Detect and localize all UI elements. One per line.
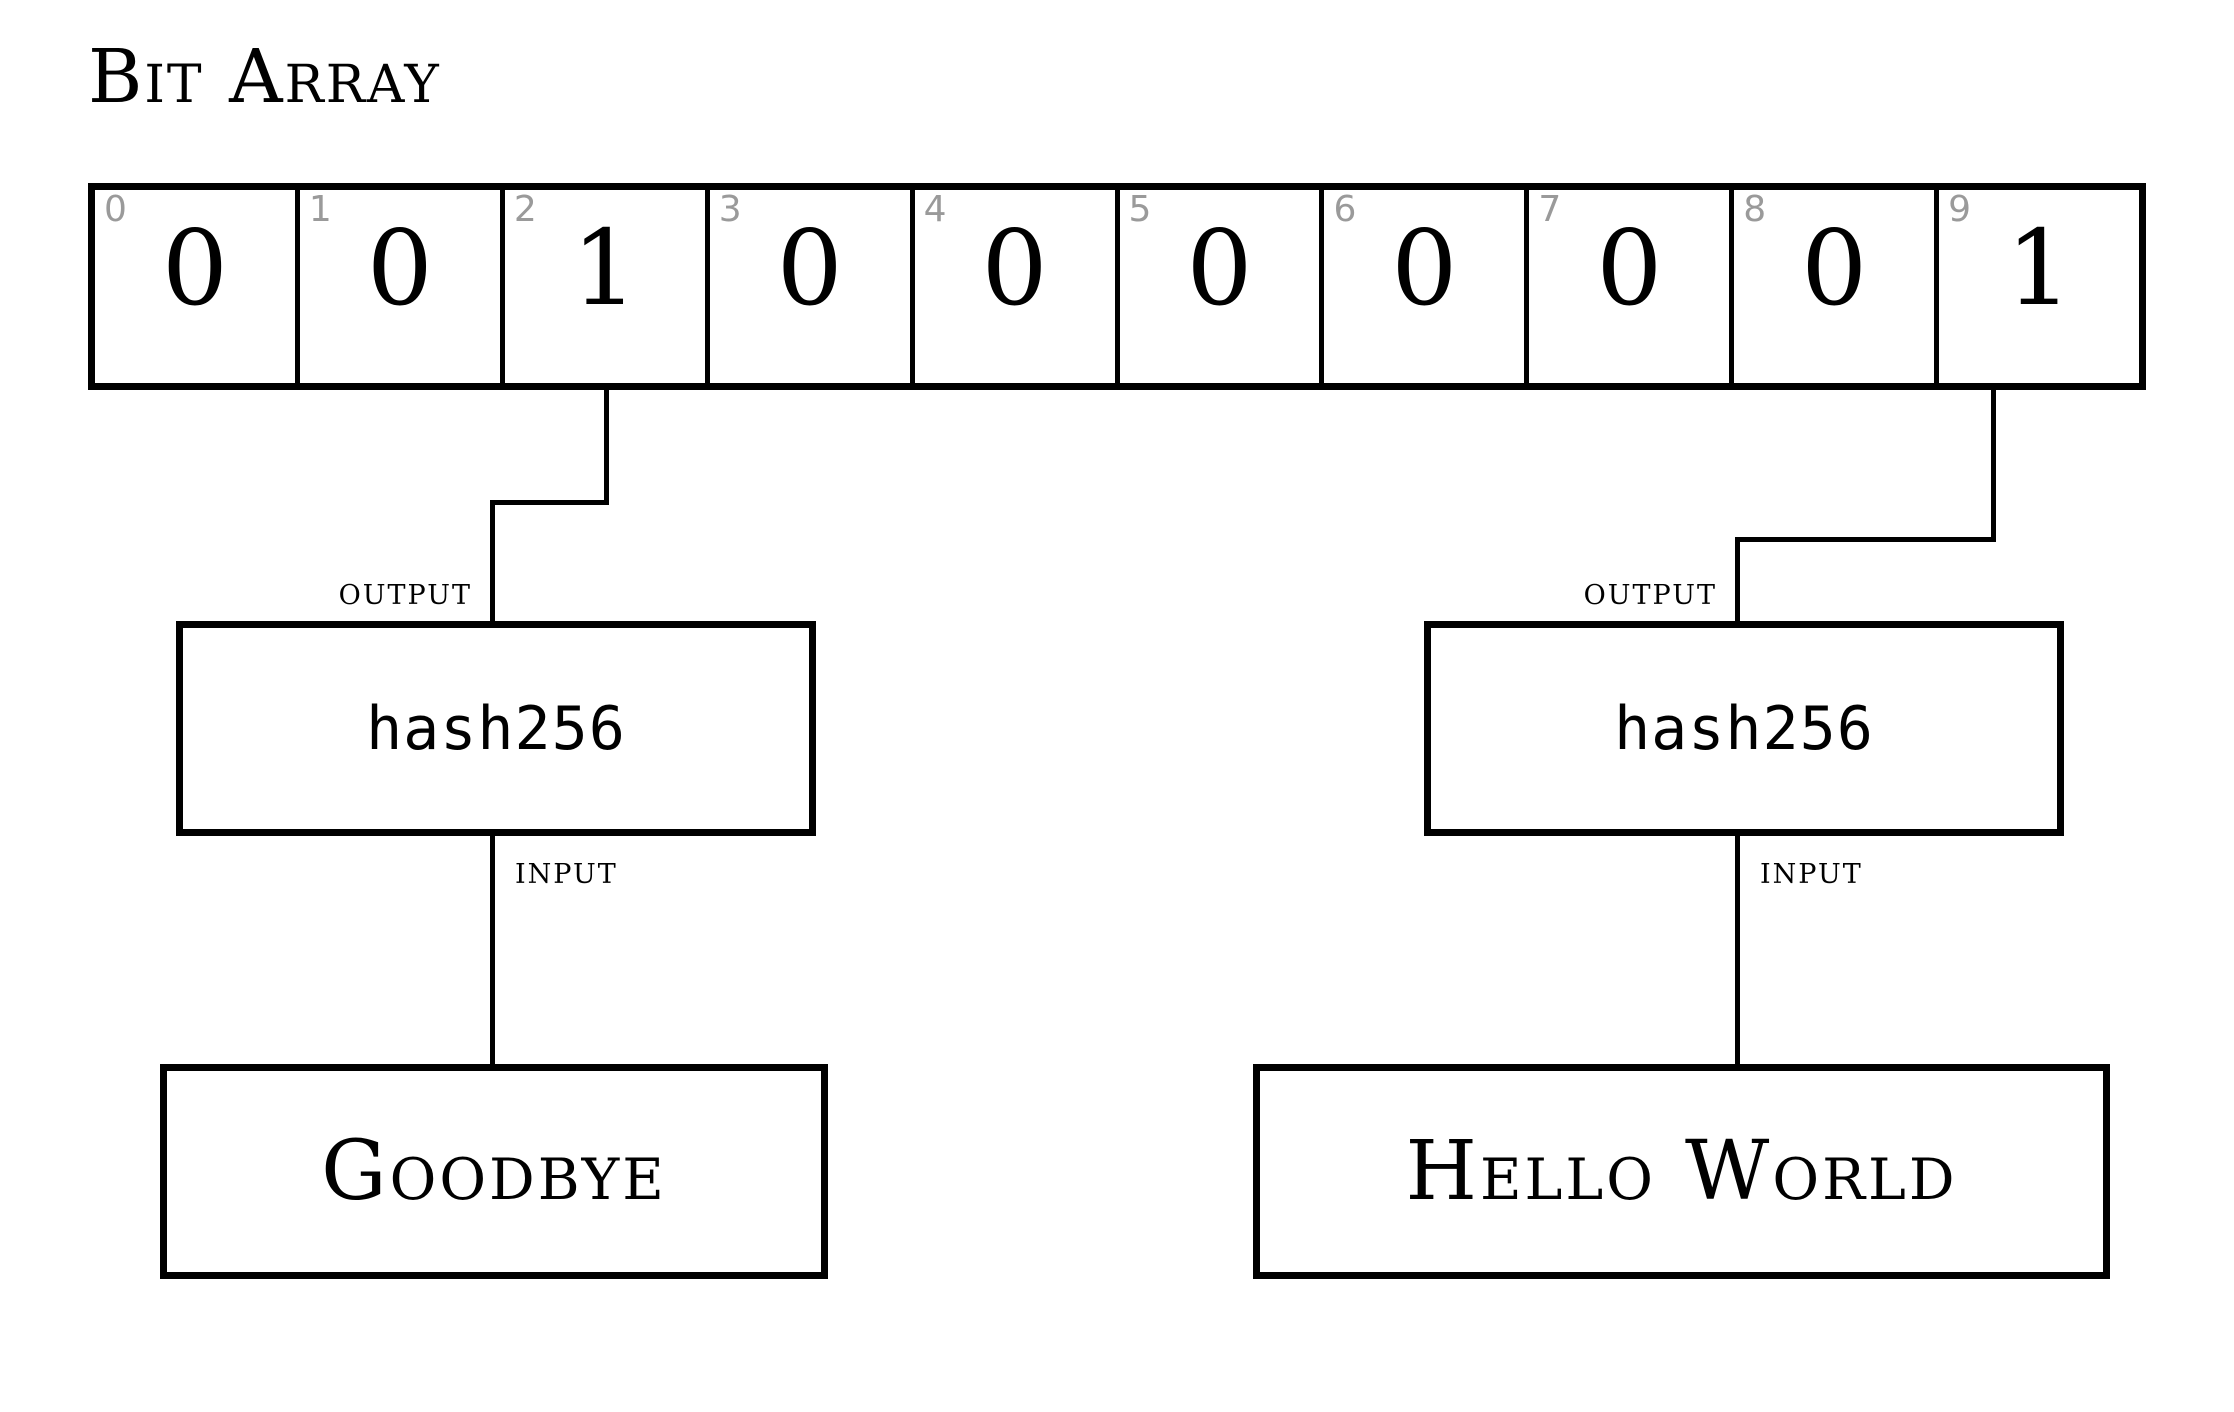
bit-value: 1 [2006, 207, 2073, 329]
right-output-connector-segment-mid [1735, 537, 1996, 542]
left-hash-label: hash256 [366, 693, 626, 764]
bit-cell-9[interactable]: 9 1 [1939, 189, 2140, 383]
right-hash-box[interactable]: hash256 [1424, 621, 2064, 836]
bit-cell-3[interactable]: 3 0 [709, 189, 915, 383]
right-output-connector-segment-bottom [1735, 537, 1740, 626]
bit-value: 0 [366, 207, 433, 329]
right-output-label: output [1583, 569, 1717, 613]
bit-index-label: 9 [1948, 189, 1972, 230]
bit-value: 0 [776, 207, 843, 329]
bit-cell-2[interactable]: 2 1 [504, 189, 710, 383]
right-hash-label: hash256 [1614, 693, 1874, 764]
bit-cell-7[interactable]: 7 0 [1529, 189, 1735, 383]
bit-index-label: 7 [1538, 189, 1562, 230]
left-output-connector-segment-bottom [490, 500, 495, 626]
bit-cell-8[interactable]: 8 0 [1734, 189, 1940, 383]
right-input-connector [1735, 836, 1740, 1067]
bit-value: 0 [981, 207, 1048, 329]
bit-index-label: 1 [308, 189, 332, 230]
left-hash-box[interactable]: hash256 [176, 621, 816, 836]
bit-cell-1[interactable]: 1 0 [299, 189, 505, 383]
bit-index-label: 6 [1333, 189, 1357, 230]
bit-value: 0 [1391, 207, 1458, 329]
bit-cell-6[interactable]: 6 0 [1324, 189, 1530, 383]
left-word-label: Goodbye [321, 1124, 667, 1219]
bit-array: 0 0 1 0 2 1 3 0 4 0 5 0 6 0 7 0 [88, 183, 2146, 390]
left-input-connector [490, 836, 495, 1067]
right-output-connector-segment-top [1991, 390, 1996, 540]
bit-value: 0 [161, 207, 229, 329]
bit-value: 0 [1596, 207, 1663, 329]
bit-value: 1 [571, 207, 638, 329]
left-output-connector-segment-top [604, 390, 609, 503]
bit-index-label: 5 [1128, 189, 1152, 230]
right-input-label: input [1760, 848, 1863, 892]
bit-value: 0 [1186, 207, 1253, 329]
bit-index-label: 3 [718, 189, 742, 230]
bit-cell-4[interactable]: 4 0 [914, 189, 1120, 383]
right-word-label: Hello World [1405, 1124, 1958, 1219]
page-title: Bit Array [88, 34, 441, 120]
bit-cell-5[interactable]: 5 0 [1119, 189, 1325, 383]
bit-index-label: 0 [104, 189, 127, 230]
right-word-box[interactable]: Hello World [1253, 1064, 2110, 1279]
left-output-connector-segment-mid [490, 500, 609, 505]
left-input-label: input [515, 848, 618, 892]
bit-cell-0[interactable]: 0 0 [95, 190, 300, 383]
bit-index-label: 2 [513, 189, 537, 230]
bit-value: 0 [1801, 207, 1868, 329]
bit-index-label: 8 [1743, 189, 1767, 230]
bit-index-label: 4 [923, 189, 947, 230]
left-word-box[interactable]: Goodbye [160, 1064, 828, 1279]
left-output-label: output [338, 569, 472, 613]
